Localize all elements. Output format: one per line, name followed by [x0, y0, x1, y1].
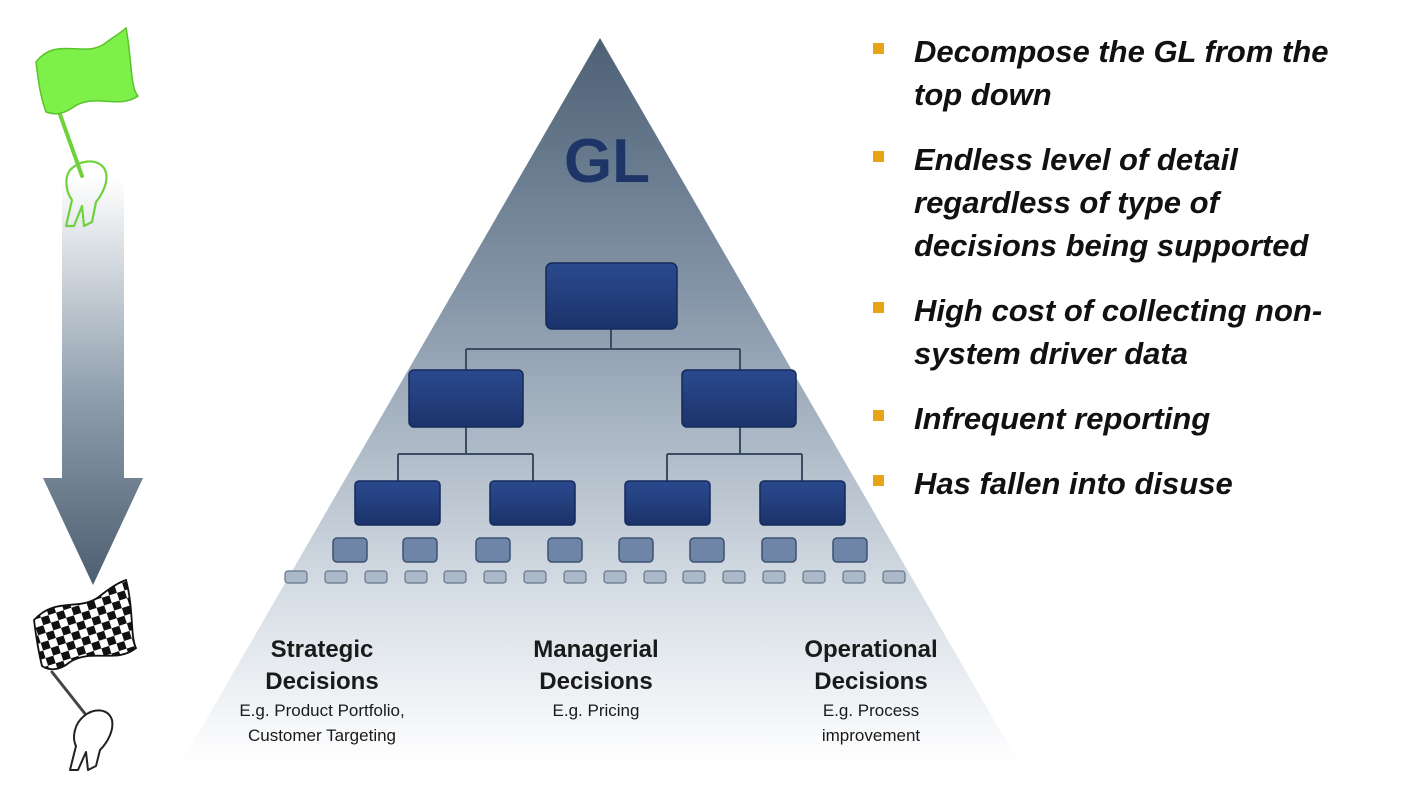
hierarchy-box-level4	[761, 537, 797, 563]
bullet-line: Decompose the GL from the	[914, 34, 1329, 69]
decision-detail-line: E.g. Pricing	[553, 701, 640, 720]
hierarchy-box-level5	[603, 570, 627, 584]
hierarchy-box-level3	[354, 480, 441, 526]
bullet-list: Decompose the GL from the top down Endle…	[870, 30, 1400, 527]
decision-title-line: Managerial	[533, 636, 658, 663]
bullet-line: system driver data	[914, 336, 1188, 371]
decision-managerial: Managerial Decisions E.g. Pricing	[533, 636, 658, 720]
hierarchy-box-level5	[643, 570, 667, 584]
hierarchy-box-level5	[284, 570, 308, 584]
hierarchy-box-level4	[475, 537, 511, 563]
bullet-line: Has fallen into disuse	[914, 466, 1233, 501]
hierarchy-box-level4	[832, 537, 868, 563]
hierarchy-connectors	[397, 328, 803, 481]
bullet-item: High cost of collecting non- system driv…	[870, 289, 1400, 375]
green-flag-icon	[35, 26, 140, 228]
bullet-marker	[873, 410, 884, 421]
hierarchy-box-level5	[842, 570, 866, 584]
bullet-line: regardless of type of	[914, 185, 1219, 220]
hierarchy-level4-row	[332, 537, 868, 563]
hierarchy-box-level3	[759, 480, 846, 526]
hierarchy-box-level5	[523, 570, 547, 584]
hierarchy-box-level2	[681, 369, 797, 428]
bullet-line: decisions being supported	[914, 228, 1309, 263]
hierarchy-box-level5	[404, 570, 428, 584]
hierarchy-box-level5	[762, 570, 786, 584]
decision-title-line: Decisions	[814, 668, 927, 695]
hierarchy-box-level5	[364, 570, 388, 584]
decision-detail-line: improvement	[822, 726, 921, 745]
bullet-line: top down	[914, 77, 1052, 112]
hierarchy-box-level4	[618, 537, 654, 563]
hierarchy-box-level5	[483, 570, 507, 584]
bullet-marker	[873, 475, 884, 486]
hierarchy-box-level4	[689, 537, 725, 563]
hierarchy-box-level4	[547, 537, 583, 563]
bullet-line: High cost of collecting non-	[914, 293, 1323, 328]
hierarchy-box-level3	[624, 480, 711, 526]
decision-detail-line: Customer Targeting	[248, 726, 396, 745]
bullet-marker	[873, 302, 884, 313]
hierarchy-box-level5	[882, 570, 906, 584]
bullet-item: Endless level of detail regardless of ty…	[870, 138, 1400, 267]
bullet-marker	[873, 43, 884, 54]
hierarchy-box-level3	[489, 480, 576, 526]
decision-strategic: Strategic Decisions E.g. Product Portfol…	[239, 636, 404, 745]
decision-title-line: Strategic	[271, 636, 374, 663]
hierarchy-box-level2	[408, 369, 524, 428]
hierarchy-box-level5	[802, 570, 826, 584]
decision-title-line: Decisions	[539, 668, 652, 695]
hierarchy-box-level5	[722, 570, 746, 584]
decision-operational: Operational Decisions E.g. Process impro…	[804, 636, 937, 745]
hierarchy-box-level4	[332, 537, 368, 563]
checkered-flag-icon	[33, 578, 138, 771]
hierarchy-level5-row	[284, 570, 906, 584]
hierarchy-box-top	[545, 262, 678, 330]
bullet-item: Has fallen into disuse	[870, 462, 1400, 505]
hierarchy-box-level4	[402, 537, 438, 563]
decision-title-line: Decisions	[265, 668, 378, 695]
hierarchy-box-level5	[324, 570, 348, 584]
bullet-line: Infrequent reporting	[914, 401, 1211, 436]
hierarchy-box-level5	[443, 570, 467, 584]
decision-detail-line: E.g. Product Portfolio,	[239, 701, 404, 720]
down-arrow-icon	[43, 178, 143, 585]
hierarchy-box-level5	[563, 570, 587, 584]
bullet-item: Decompose the GL from the top down	[870, 30, 1400, 116]
hierarchy-box-level5	[682, 570, 706, 584]
decision-detail-line: E.g. Process	[823, 701, 919, 720]
bullet-item: Infrequent reporting	[870, 397, 1400, 440]
pyramid-title: GL	[564, 127, 650, 196]
bullet-marker	[873, 151, 884, 162]
decision-title-line: Operational	[804, 636, 937, 663]
bullet-line: Endless level of detail	[914, 142, 1238, 177]
